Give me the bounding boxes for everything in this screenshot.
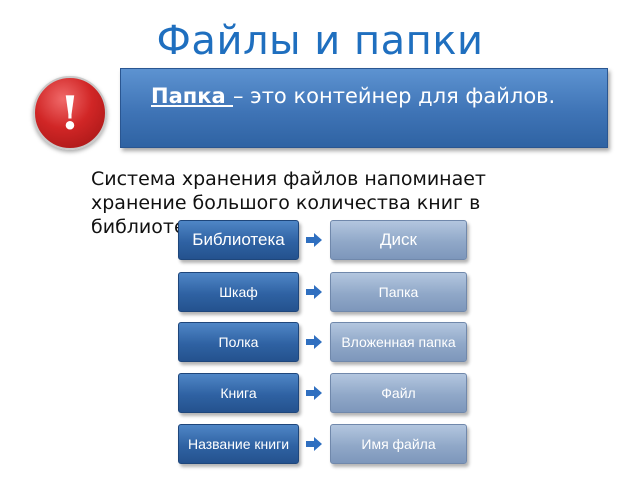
library-item: Шкаф (178, 272, 299, 312)
computer-item: Файл (330, 373, 467, 413)
library-item: Библиотека (178, 220, 299, 260)
computer-item: Имя файла (330, 424, 467, 464)
arrow-right-icon (306, 437, 322, 451)
definition-text: – это контейнер для файлов. (233, 84, 556, 108)
definition-term: Папка (151, 84, 233, 108)
computer-item: Вложенная папка (330, 322, 467, 362)
mapping-row: Название книги Имя файла (0, 424, 640, 470)
arrow-right-icon (306, 233, 322, 247)
page-title: Файлы и папки (156, 18, 484, 64)
description-text: Система хранения файлов напоминает хране… (91, 168, 486, 238)
arrow-right-icon (306, 285, 322, 299)
computer-item: Диск (330, 220, 467, 260)
library-item: Полка (178, 322, 299, 362)
arrow-right-icon (306, 386, 322, 400)
arrow-right-icon (306, 335, 322, 349)
library-item: Книга (178, 373, 299, 413)
definition-box: Папка – это контейнер для файлов. (120, 68, 608, 148)
computer-item: Папка (330, 272, 467, 312)
mapping-row: Шкаф Папка (0, 272, 640, 318)
mapping-row: Полка Вложенная папка (0, 322, 640, 368)
mapping-row: Книга Файл (0, 373, 640, 419)
library-item: Название книги (178, 424, 299, 464)
exclamation-icon: ! (33, 76, 107, 150)
mapping-row: Библиотека Диск (0, 220, 640, 266)
